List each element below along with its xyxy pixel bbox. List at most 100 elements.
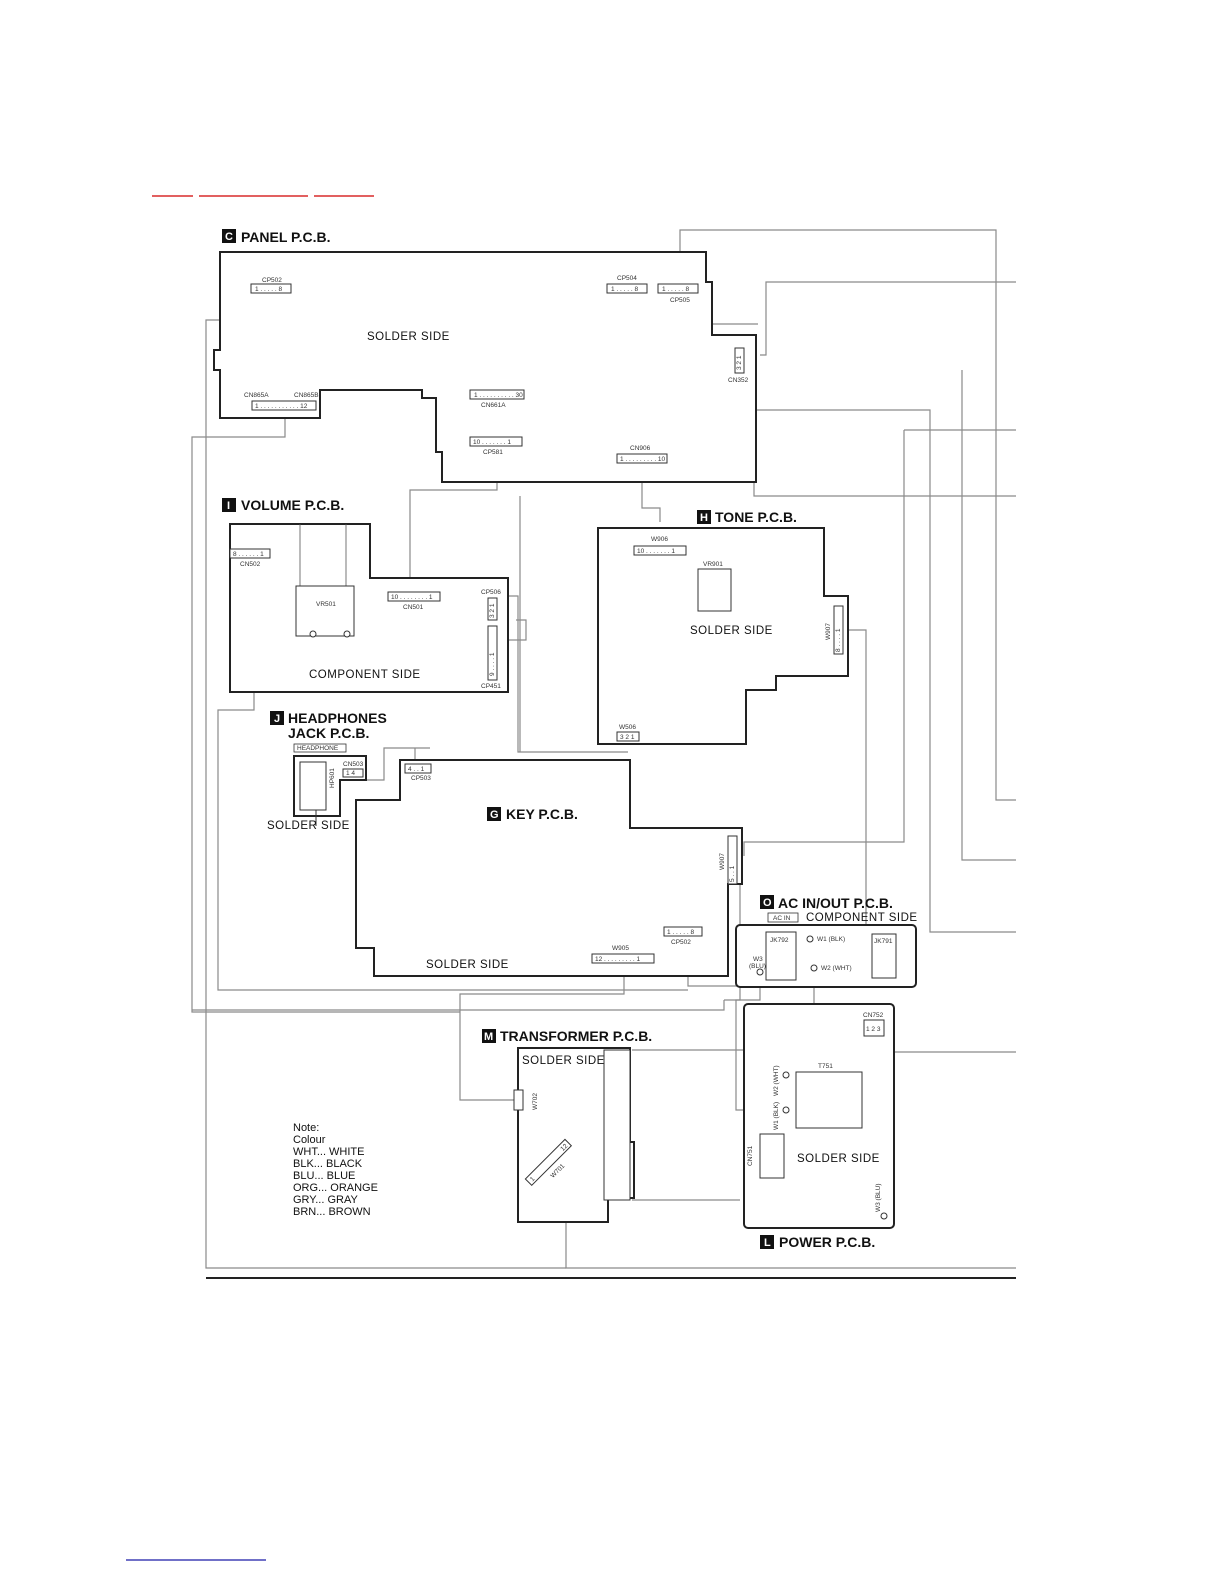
acinout-side-label: COMPONENT SIDE xyxy=(806,912,918,924)
panel-cn661a-ref: CN661A xyxy=(481,402,506,409)
panel-cn661a-connector xyxy=(469,389,525,400)
power-title: POWER P.C.B. xyxy=(779,1234,875,1250)
headphones-hp601-ref: HP601 xyxy=(329,768,336,788)
volume-cp451-connector xyxy=(487,625,498,681)
acinout-w3-ref-a: W3 xyxy=(753,956,763,963)
headphones-title-line2: JACK P.C.B. xyxy=(288,725,369,741)
power-cn752-pins: 1 2 3 xyxy=(866,1026,881,1033)
headphones-title-line1: HEADPHONES xyxy=(288,710,387,726)
acinout-w1-ref: W1 (BLK) xyxy=(817,936,845,943)
volume-cn501-connector xyxy=(387,591,441,602)
volume-pcb: I VOLUME P.C.B. 8 . . . . . . 1 CN502 VR… xyxy=(222,497,509,693)
volume-cp506-ref: CP506 xyxy=(481,589,501,596)
key-badge xyxy=(487,807,501,821)
volume-title: VOLUME P.C.B. xyxy=(241,497,344,513)
panel-cn661a-pins: 1 . . . . . . . . . . 30 xyxy=(474,392,523,399)
key-w907-connector xyxy=(727,835,738,885)
key-cp502-connector xyxy=(663,926,703,937)
transformer-w701-connector xyxy=(524,1138,573,1187)
key-badge-letter: G xyxy=(490,809,499,821)
tone-pcb: H TONE P.C.B. W906 10 . . . . . . . 1 VR… xyxy=(597,509,849,745)
note-item: BRN... BROWN xyxy=(293,1206,371,1218)
headphones-label-box xyxy=(293,743,347,753)
power-t751-body xyxy=(795,1071,863,1129)
tone-w907-pins: 8 . . . . 1 xyxy=(835,628,842,652)
transformer-w702-ref: W702 xyxy=(532,1093,539,1110)
key-pcb: 4 . . 1 CP503 G KEY P.C.B. 5 . . 1 W907 … xyxy=(355,759,743,977)
transformer-w701-pin-first: 1 xyxy=(529,1175,537,1183)
tone-w906-ref: W906 xyxy=(651,536,668,543)
volume-cp506-pins: 3 2 1 xyxy=(489,603,496,618)
volume-side-label: COMPONENT SIDE xyxy=(309,669,421,681)
note-item: WHT... WHITE xyxy=(293,1146,365,1158)
key-cp503-pins: 4 . . 1 xyxy=(408,766,425,773)
panel-cn865a-ref: CN865A xyxy=(244,392,269,399)
panel-board-outline xyxy=(213,251,757,483)
transformer-w701-pin-last: 12 xyxy=(559,1142,569,1152)
volume-cp451-pins: 9 . . . . 1 xyxy=(489,652,496,676)
headphones-pcb: J HEADPHONES JACK P.C.B. HEADPHONE HP601… xyxy=(267,710,387,832)
tone-w506-pins: 3 2 1 xyxy=(620,734,635,741)
volume-cp506-connector xyxy=(487,597,498,621)
panel-cp581-pins: 10 . . . . . . . 1 xyxy=(473,439,511,446)
acinout-jk791-body xyxy=(871,933,897,979)
power-badge xyxy=(760,1235,774,1249)
volume-badge xyxy=(222,498,236,512)
transformer-w702-connector xyxy=(513,1089,524,1111)
tone-w506-ref: W506 xyxy=(619,724,636,731)
acinout-w3-pad xyxy=(756,968,764,976)
power-w3-ref: W3 (BLU) xyxy=(875,1183,882,1212)
acinout-jk792-body xyxy=(765,931,797,981)
key-w907-pins: 5 . . 1 xyxy=(729,865,736,882)
panel-cp581-connector xyxy=(469,436,523,447)
volume-pot-leads xyxy=(299,524,347,586)
power-pcb: CN752 1 2 3 T751 W2 (WHT) W1 (BLK) CN751… xyxy=(743,1003,895,1250)
panel-cn865-pins: 1 . . . . . . . . . . . 12 xyxy=(255,403,308,410)
power-cn751-ref: CN751 xyxy=(747,1145,754,1166)
panel-cn352-connector xyxy=(734,347,745,374)
volume-cn501-ref: CN501 xyxy=(403,604,424,611)
headphones-jack-body xyxy=(299,761,327,811)
acinout-badge-letter: O xyxy=(763,897,772,909)
note-item: ORG... ORANGE xyxy=(293,1182,378,1194)
key-title: KEY P.C.B. xyxy=(506,806,578,822)
acinout-title: AC IN/OUT P.C.B. xyxy=(778,895,893,911)
panel-title: PANEL P.C.B. xyxy=(241,229,330,245)
transformer-pcb: M TRANSFORMER P.C.B. SOLDER SIDE W702 1 … xyxy=(482,1028,652,1223)
acinout-badge xyxy=(760,895,774,909)
panel-cn352-pins: 3 2 1 xyxy=(736,355,743,370)
note-item: BLK... BLACK xyxy=(293,1158,363,1170)
panel-cp505-connector xyxy=(657,283,699,294)
tone-w907-connector xyxy=(833,605,844,655)
colour-note: Note: Colour WHT... WHITE BLK... BLACK B… xyxy=(293,1122,378,1218)
transformer-badge-letter: M xyxy=(484,1031,493,1043)
key-w905-ref: W905 xyxy=(612,945,629,952)
tone-board-outline xyxy=(597,527,849,745)
headphones-cn503-connector xyxy=(342,768,364,778)
key-cp502-ref: CP502 xyxy=(671,939,691,946)
acinout-label-box xyxy=(767,912,799,923)
panel-cp502-ref: CP502 xyxy=(262,277,282,284)
transformer-badge xyxy=(482,1029,496,1043)
tone-vr901-ref: VR901 xyxy=(703,561,723,568)
tone-badge-letter: H xyxy=(700,512,708,524)
acinout-jk792-ref: JK792 xyxy=(770,937,789,944)
panel-cn906-pins: 1 . . . . . . . . . 10 xyxy=(620,456,666,463)
transformer-core xyxy=(603,1049,631,1201)
acinout-pcb: O AC IN/OUT P.C.B. AC IN COMPONENT SIDE … xyxy=(735,895,918,988)
acinout-jk791-ref: JK791 xyxy=(874,938,893,945)
acinout-w3-ref-b: (BLU) xyxy=(749,963,766,970)
tone-w506-connector xyxy=(616,731,640,742)
power-badge-letter: L xyxy=(764,1237,771,1249)
tone-w907-ref: W907 xyxy=(825,623,832,640)
volume-board-outline xyxy=(229,523,509,693)
volume-cn502-pins: 8 . . . . . . 1 xyxy=(233,551,264,558)
key-cp503-connector xyxy=(404,763,432,774)
tone-title: TONE P.C.B. xyxy=(715,509,797,525)
headphones-badge xyxy=(270,711,284,725)
volume-vr501-ref: VR501 xyxy=(316,601,336,608)
acinout-w2-ref: W2 (WHT) xyxy=(821,965,852,972)
volume-badge-letter: I xyxy=(227,500,230,512)
volume-vr501-body xyxy=(295,585,355,637)
